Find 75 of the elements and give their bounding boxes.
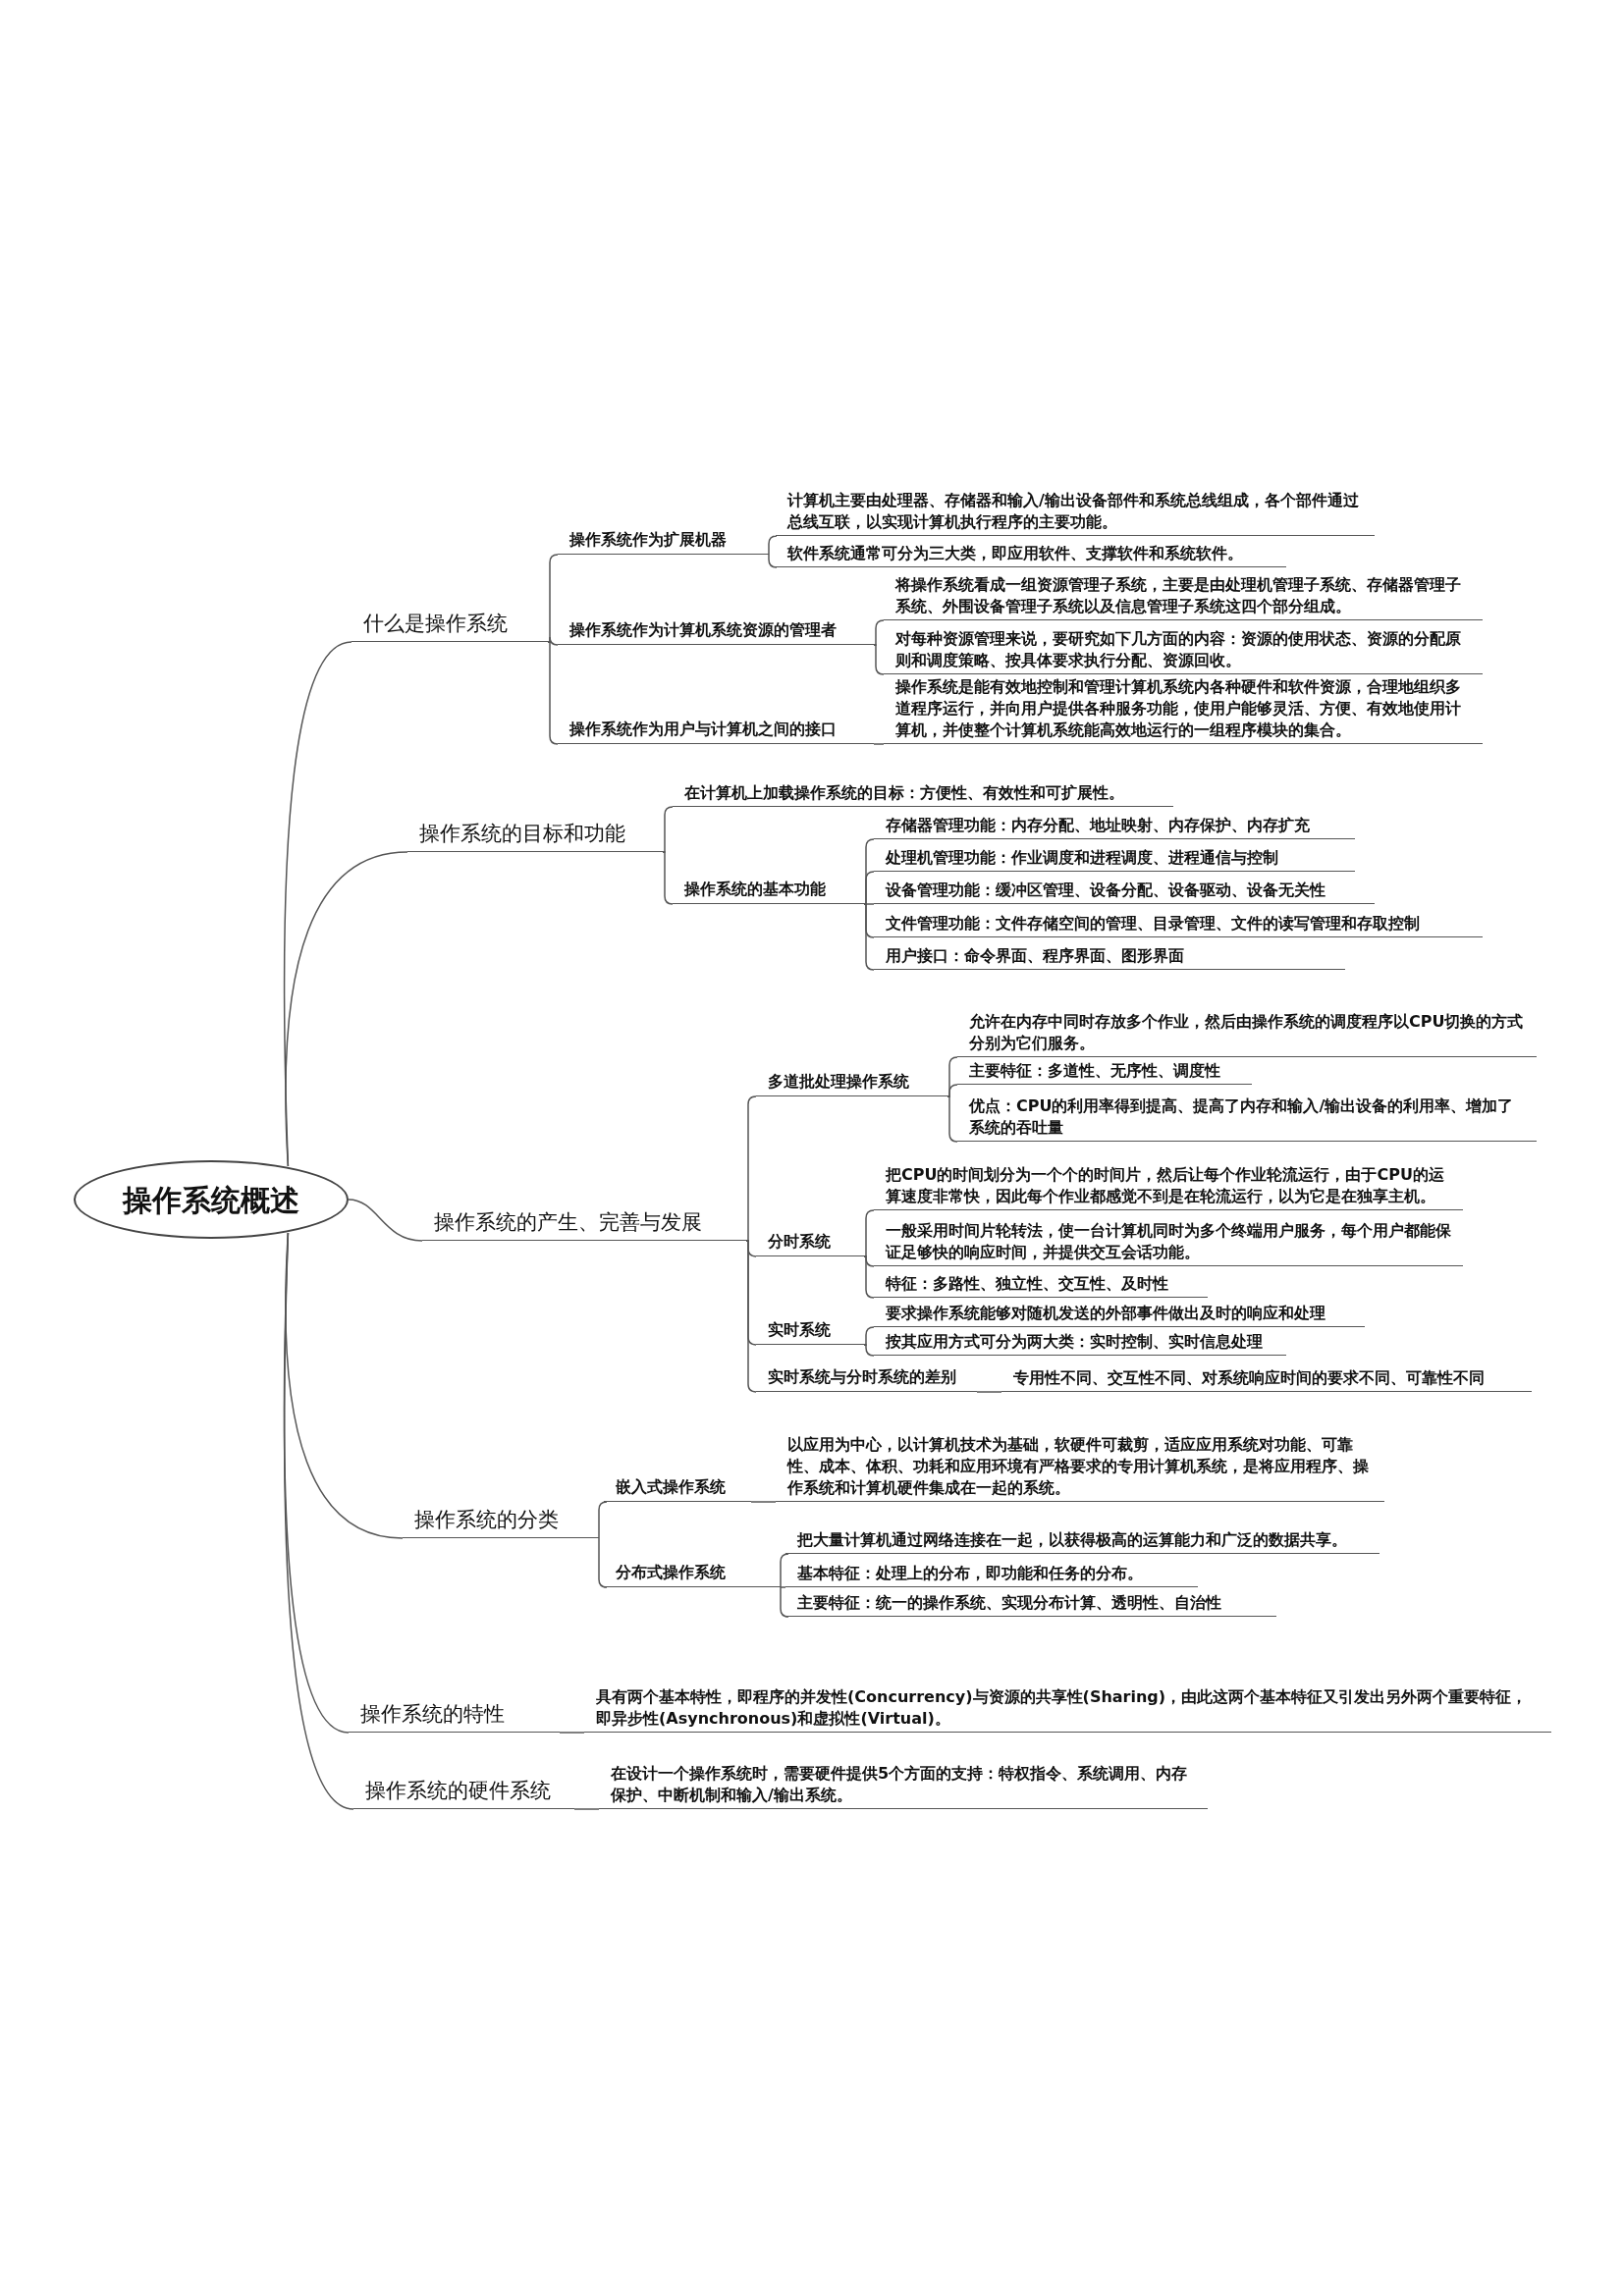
branch-line (573, 1808, 600, 1810)
subtopic: 分时系统 (756, 1231, 864, 1256)
detail-text: 操作系统是能有效地控制和管理计算机系统内各种硬件和软件资源，合理地组织多道程序运行，并向用户提供各种服务功能，使用户能够灵活、方便、有效地使用计算机，并使整个计算机系统能高效地运行的一组程序模块的集合。 (884, 676, 1483, 744)
detail-text: 主要特征：多道性、无序性、调度性 (957, 1060, 1252, 1085)
branch-line (559, 1732, 585, 1734)
subtopic: 操作系统作为扩展机器 (558, 529, 769, 555)
detail-text: 在计算机上加载操作系统的目标：方便性、有效性和可扩展性。 (673, 782, 1173, 807)
detail-text: 允许在内存中同时存放多个作业，然后由操作系统的调度程序以CPU切换的方式分别为它们服务。 (957, 1011, 1537, 1057)
detail-text: 把大量计算机通过网络连接在一起，以获得极高的运算能力和广泛的数据共享。 (785, 1529, 1380, 1554)
detail-text: 在设计一个操作系统时，需要硬件提供5个方面的支持：特权指令、系统调用、内存保护、中断机制和输入/输出系统。 (599, 1763, 1208, 1809)
branch-line (863, 1255, 875, 1299)
subtopic: 操作系统作为用户与计算机之间的接口 (558, 719, 874, 744)
branch-line (863, 1209, 875, 1257)
branch-line (745, 1095, 757, 1242)
detail-text: 设备管理功能：缓冲区管理、设备分配、设备驱动、设备无关性 (874, 880, 1375, 904)
detail-text: 要求操作系统能够对随机发送的外部事件做出及时的响应和处理 (874, 1303, 1365, 1327)
subtopic: 操作系统的基本功能 (673, 879, 864, 904)
subtopic: 嵌入式操作系统 (604, 1476, 751, 1502)
detail-text: 处理机管理功能：作业调度和进程调度、进程通信与控制 (874, 847, 1355, 872)
branch-line (662, 851, 674, 905)
branch-line (768, 535, 778, 556)
branch-line (750, 1501, 777, 1503)
detail-text: 按其应用方式可分为两大类：实时控制、实时信息处理 (874, 1331, 1286, 1356)
detail-text: 软件系统通常可分为三大类，即应用软件、支撑软件和系统软件。 (776, 543, 1286, 567)
detail-text: 一般采用时间片轮转法，使一台计算机同时为多个终端用户服务，每个用户都能保证足够快的响应时间，并提供交互会话功能。 (874, 1220, 1463, 1266)
detail-text: 把CPU的时间划分为一个个的时间片，然后让每个作业轮流运行，由于CPU的运算速度非常快，因此每个作业都感觉不到是在轮流运行，以为它是在独享主机。 (874, 1164, 1463, 1210)
detail-text: 专用性不同、交互性不同、对系统响应时间的要求不同、可靠性不同 (1001, 1367, 1532, 1392)
detail-text: 将操作系统看成一组资源管理子系统，主要是由处理机管理子系统、存储器管理子系统、外围设备管理子系统以及信息管理子系统这四个部分组成。 (884, 574, 1483, 620)
branch-line (873, 644, 885, 675)
branch-line (873, 619, 885, 646)
detail-text: 优点：CPU的利用率得到提高、提高了内存和输入/输出设备的利用率、增加了系统的吞吐量 (957, 1095, 1537, 1142)
branch-line (863, 1326, 875, 1346)
branch-line (780, 1553, 789, 1588)
detail-text: 基本特征：处理上的分布，即功能和任务的分布。 (785, 1563, 1198, 1587)
branch-line (780, 1586, 789, 1618)
branch-line (547, 641, 559, 745)
detail-text: 对每种资源管理来说，要研究如下几方面的内容：资源的使用状态、资源的分配原则和调度策略、按具体要求执行分配、资源回收。 (884, 628, 1483, 674)
main-topic: 操作系统的目标和功能 (407, 820, 663, 852)
main-topic: 操作系统的产生、完善与发展 (422, 1208, 746, 1241)
subtopic: 操作系统作为计算机系统资源的管理者 (558, 619, 874, 645)
branch-line (598, 1501, 608, 1539)
branch-line (547, 636, 559, 646)
subtopic: 实时系统与分时系统的差别 (756, 1366, 977, 1392)
branch-line (976, 1391, 1002, 1393)
branch-line (863, 903, 875, 971)
detail-text: 计算机主要由处理器、存储器和输入/输出设备部件和系统总线组成，各个部件通过总线互联，以实现计算机执行程序的主要功能。 (776, 490, 1375, 536)
main-topic: 什么是操作系统 (352, 610, 548, 642)
branch-line (780, 1586, 786, 1588)
detail-text: 特征：多路性、独立性、交互性、及时性 (874, 1273, 1208, 1298)
main-topic: 操作系统的硬件系统 (353, 1777, 574, 1809)
detail-text: 主要特征：统一的操作系统、实现分布计算、透明性、自治性 (785, 1592, 1276, 1617)
branch-line (947, 1095, 958, 1143)
detail-text: 以应用为中心，以计算机技术为基础，软硬件可裁剪，适应应用系统对功能、可靠性、成本、体积、功耗和应用环境有严格要求的专用计算机系统，是将应用程序、操作系统和计算机硬件集成在一起的系统。 (776, 1434, 1384, 1502)
branch-line (768, 554, 778, 568)
branch-line (662, 806, 674, 853)
main-topic: 操作系统的特性 (349, 1700, 560, 1733)
branch-line (283, 1232, 354, 1810)
detail-text: 文件管理功能：文件存储空间的管理、目录管理、文件的读写管理和存取控制 (874, 913, 1483, 937)
branch-line (947, 1084, 958, 1097)
branch-line (598, 1537, 608, 1588)
branch-line (873, 743, 885, 745)
branch-line (285, 851, 408, 1167)
main-topic: 操作系统的分类 (403, 1506, 599, 1538)
detail-text: 具有两个基本特性，即程序的并发性(Concurrency)与资源的共享性(Sharing)，由此这两个基本特征又引发出另外两个重要特征，即异步性(Asynchronous)和虚拟性(Virtual)。 (584, 1686, 1551, 1733)
detail-text: 存储器管理功能：内存分配、地址映射、内存保护、内存扩充 (874, 815, 1355, 839)
subtopic: 分布式操作系统 (604, 1562, 781, 1587)
subtopic: 实时系统 (756, 1319, 864, 1345)
central-topic-ellipse: 操作系统概述 (74, 1160, 349, 1239)
branch-line (863, 1344, 875, 1357)
subtopic: 多道批处理操作系统 (756, 1071, 947, 1096)
branch-line (285, 1232, 404, 1539)
branch-line (745, 1240, 757, 1393)
branch-line (863, 871, 875, 905)
branch-line (348, 1199, 423, 1242)
detail-text: 用户接口：命令界面、程序界面、图形界面 (874, 945, 1345, 970)
